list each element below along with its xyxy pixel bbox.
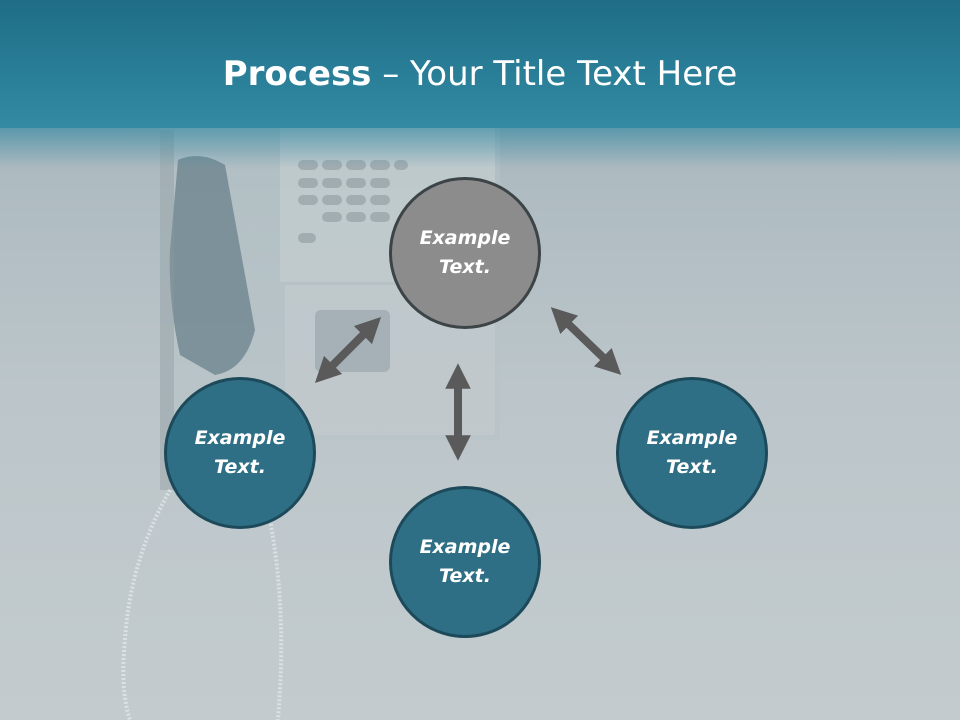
- process-node-top-label: Example Text.: [419, 227, 511, 278]
- title-bar-fade: [0, 128, 960, 168]
- process-node-left-label: Example Text.: [194, 427, 286, 478]
- process-node-bottom-label: Example Text.: [419, 536, 511, 587]
- process-node-top: Example Text.: [389, 177, 541, 329]
- process-node-bottom: Example Text.: [389, 486, 541, 638]
- process-node-right-label: Example Text.: [646, 427, 738, 478]
- process-node-left: Example Text.: [164, 377, 316, 529]
- title-bar: [0, 0, 960, 128]
- slide-title-rest: – Your Title Text Here: [371, 54, 738, 94]
- double-arrow-icon: [550, 307, 622, 375]
- slide-title: Process – Your Title Text Here: [0, 52, 960, 96]
- slide-title-bold: Process: [222, 54, 372, 94]
- double-arrow-icon: [314, 316, 382, 384]
- process-node-right: Example Text.: [616, 377, 768, 529]
